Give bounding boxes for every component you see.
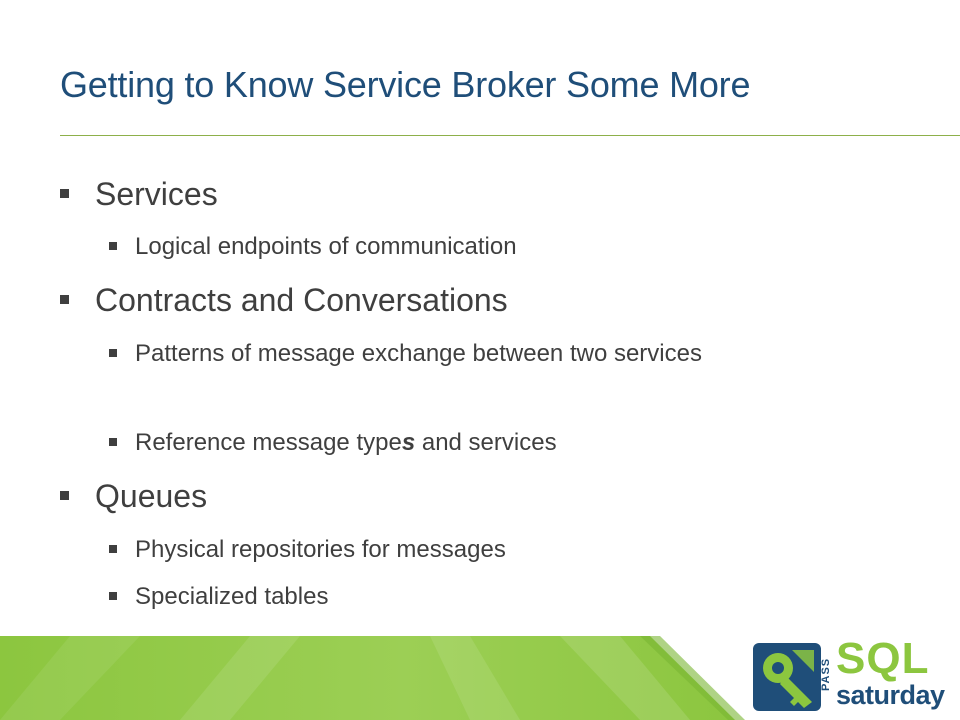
square-bullet-icon: [109, 242, 117, 250]
bullet-services: Services: [60, 176, 218, 213]
bullet-text: Services: [95, 176, 218, 212]
bullet-queues: Queues: [60, 478, 208, 515]
bullet-text: Contracts and Conversations: [95, 282, 508, 318]
key-icon: [753, 643, 821, 711]
logo-pass-text: PASS: [820, 657, 832, 691]
sub-bullet-logical-endpoints: Logical endpoints of communication: [109, 232, 517, 262]
footer-green-band: [0, 636, 960, 720]
sub-bullet-reference-types: Reference message types and services: [109, 428, 557, 458]
square-bullet-icon: [109, 592, 117, 600]
sqlsaturday-logo: PASS SQL saturday: [752, 634, 952, 714]
sub-bullet-physical-repositories: Physical repositories for messages: [109, 535, 506, 565]
bullet-text-prefix: Reference message type: [135, 429, 402, 456]
title-divider: [60, 135, 960, 136]
bullet-text-suffix: and services: [415, 429, 557, 456]
bullet-text: Physical repositories for messages: [135, 536, 506, 563]
bullet-contracts-conversations: Contracts and Conversations: [60, 282, 508, 319]
square-bullet-icon: [109, 349, 117, 357]
bullet-text: Patterns of message exchange between two…: [135, 340, 702, 367]
sub-bullet-patterns: Patterns of message exchange between two…: [109, 339, 815, 369]
bullet-text: Logical endpoints of communication: [135, 233, 517, 260]
logo-saturday-text: saturday: [836, 680, 945, 710]
bullet-list: Services Logical endpoints of communicat…: [60, 176, 815, 612]
sub-bullet-specialized-tables: Specialized tables: [109, 582, 329, 612]
square-bullet-icon: [60, 491, 69, 500]
logo-sql-text: SQL: [836, 634, 930, 683]
square-bullet-icon: [60, 295, 69, 304]
square-bullet-icon: [109, 438, 117, 446]
bullet-text-emphasis: s: [401, 429, 416, 456]
square-bullet-icon: [109, 545, 117, 553]
bullet-text: Queues: [95, 478, 208, 514]
bullet-text: Specialized tables: [135, 583, 329, 610]
footer-band-graphic: [0, 636, 745, 720]
slide-title: Getting to Know Service Broker Some More: [60, 64, 751, 105]
square-bullet-icon: [60, 189, 69, 198]
